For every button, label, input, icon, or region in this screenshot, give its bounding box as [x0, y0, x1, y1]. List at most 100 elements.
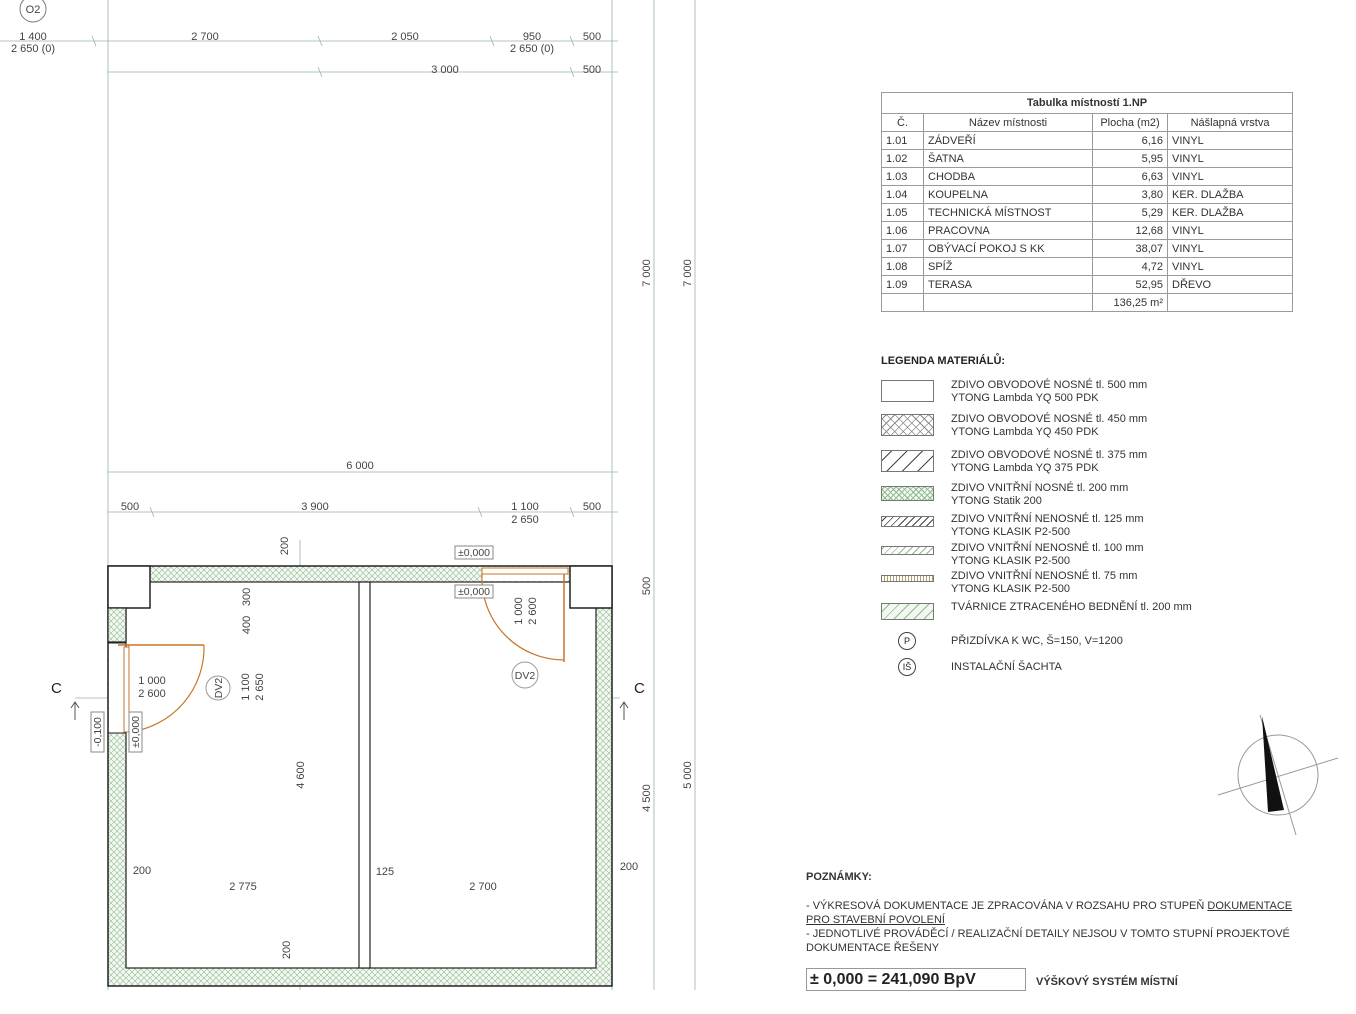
dim-right-4500: 4 500	[641, 784, 653, 812]
table-row: 1.01 ZÁDVEŘÍ 6,16 VINYL	[881, 131, 1293, 150]
wc-wall-icon: P	[898, 632, 916, 650]
cell-area: 5,95	[1092, 149, 1168, 168]
legend-item-line2: YTONG KLASIK P2-500	[951, 526, 1071, 538]
cell-area: 6,16	[1092, 131, 1168, 150]
dim-top-1: 1 400	[19, 31, 47, 43]
dim-mid-3: 1 100	[511, 501, 539, 513]
table-row: 1.03 CHODBA 6,63 VINYL	[881, 167, 1293, 186]
dim-bottom-3: 125	[376, 866, 394, 878]
cell-no: 1.04	[881, 185, 924, 204]
dim-v-200-top: 200	[279, 537, 291, 555]
cell-total-area: 136,25 m²	[1092, 293, 1168, 312]
section-mark-left: C	[51, 680, 62, 697]
cell-no: 1.08	[881, 257, 924, 276]
table-row: 1.09 TERASA 52,95 DŘEVO	[881, 275, 1293, 294]
section-mark-right: C	[634, 680, 645, 697]
dim-right-5000: 5 000	[682, 761, 694, 789]
cell-area: 52,95	[1092, 275, 1168, 294]
level-marks: ±0,000 ±0,000 -0,100 ±0,000	[90, 545, 494, 753]
legend-swatch-green-wide	[881, 603, 934, 620]
table-row: 1.08 SPÍŽ 4,72 VINYL	[881, 257, 1293, 276]
dim-top2-1: 3 000	[431, 64, 459, 76]
legend-swatch-green-diag	[881, 546, 934, 555]
dim-v-200-bot: 200	[281, 941, 293, 959]
legend-item-line2: YTONG KLASIK P2-500	[951, 583, 1071, 595]
cell-name: SPÍŽ	[923, 257, 1093, 276]
legend-item-line1: ZDIVO VNITŘNÍ NENOSNÉ tl. 75 mm	[951, 570, 1138, 582]
dim-door-right-h: 2 600	[527, 597, 539, 625]
room-table-header-floor: Nášlapná vrstva	[1167, 113, 1293, 132]
legend-swatch-cross	[881, 414, 934, 436]
cell-no: 1.09	[881, 275, 924, 294]
legend-swatch-vertical	[881, 575, 934, 582]
dim-bottom-5: 200	[620, 861, 638, 873]
dim-mid-1: 500	[121, 501, 139, 513]
legend-item-line1: ZDIVO OBVODOVÉ NOSNÉ tl. 500 mm	[951, 379, 1148, 391]
room-table-header-no: Č.	[881, 113, 924, 132]
level-mark-top-2: ±0,000	[458, 586, 490, 598]
dim-top-3: 2 050	[391, 31, 419, 43]
dim-v-400: 400	[241, 616, 253, 634]
cell-name: PRACOVNA	[923, 221, 1093, 240]
cell-floor: DŘEVO	[1167, 275, 1293, 294]
door-tag-right: DV2	[511, 661, 539, 689]
cell-name: ŠATNA	[923, 149, 1093, 168]
dim-v-1100: 1 100	[240, 673, 252, 701]
dim-bottom-4: 2 700	[469, 881, 497, 893]
legend-swatch-green-cross	[881, 486, 934, 501]
room-table-title: Tabulka místností 1.NP	[881, 92, 1293, 114]
legend-swatch-plain	[881, 380, 934, 402]
legend-item-line2: YTONG KLASIK P2-500	[951, 555, 1071, 567]
installation-shaft-icon: IŠ	[898, 658, 916, 676]
legend-item-line1: ZDIVO VNITŘNÍ NENOSNÉ tl. 125 mm	[951, 513, 1144, 525]
interior-dimensions: 200 300 400 1 100 2 650 4 600 200 1 000 …	[133, 537, 694, 959]
dim-mid-4: 500	[583, 501, 601, 513]
legend-item-line1: ZDIVO VNITŘNÍ NOSNÉ tl. 200 mm	[951, 482, 1129, 494]
legend-item-line2: YTONG Statik 200	[951, 495, 1042, 507]
dim-right-500: 500	[641, 577, 653, 595]
grid-axis-label: O2	[26, 4, 41, 16]
cell-no: 1.02	[881, 149, 924, 168]
legend-item-line1: TVÁRNICE ZTRACENÉHO BEDNĚNÍ tl. 200 mm	[951, 601, 1192, 613]
dim-top-4: 950	[523, 31, 541, 43]
cell-floor: VINYL	[1167, 257, 1293, 276]
cell-name: CHODBA	[923, 167, 1093, 186]
dim-top2-2: 500	[583, 64, 601, 76]
legend-item-line1: ZDIVO OBVODOVÉ NOSNÉ tl. 450 mm	[951, 413, 1148, 425]
dim-right-7000-b: 7 000	[682, 259, 694, 287]
cell-floor: KER. DLAŽBA	[1167, 203, 1293, 222]
cell-floor: VINYL	[1167, 149, 1293, 168]
room-table: Tabulka místností 1.NP Č. Název místnost…	[881, 92, 1293, 312]
legend-item-line1: ZDIVO OBVODOVÉ NOSNÉ tl. 375 mm	[951, 449, 1148, 461]
legend-item-line2: YTONG Lambda YQ 450 PDK	[951, 426, 1099, 438]
level-mark-top-1: ±0,000	[458, 547, 490, 559]
dim-door-right-w: 1 000	[513, 597, 525, 625]
grid-axis-marker: O2	[19, 0, 47, 23]
legend-item-line1: ZDIVO VNITŘNÍ NENOSNÉ tl. 100 mm	[951, 542, 1144, 554]
door-tag-right-label: DV2	[515, 670, 536, 682]
cell-floor: VINYL	[1167, 167, 1293, 186]
cell-no: 1.03	[881, 167, 924, 186]
legend-item-line2: YTONG Lambda YQ 375 PDK	[951, 462, 1099, 474]
cell-name: TECHNICKÁ MÍSTNOST	[923, 203, 1093, 222]
table-total-row: 136,25 m²	[881, 293, 1293, 312]
table-row: 1.04 KOUPELNA 3,80 KER. DLAŽBA	[881, 185, 1293, 204]
dim-v-2650: 2 650	[254, 673, 266, 701]
dim-top-4-sub: 2 650 (0)	[510, 43, 554, 55]
cell-area: 4,72	[1092, 257, 1168, 276]
note-1: - VÝKRESOVÁ DOKUMENTACE JE ZPRACOVÁNA V …	[806, 900, 1293, 926]
dim-top-2: 2 700	[191, 31, 219, 43]
height-system-value: ± 0,000 = 241,090 BpV	[806, 968, 1026, 991]
notes-section: POZNÁMKY: - VÝKRESOVÁ DOKUMENTACE JE ZPR…	[806, 870, 1318, 955]
notes-title: POZNÁMKY:	[806, 871, 872, 883]
north-arrow-icon	[1217, 714, 1339, 836]
cell-no: 1.05	[881, 203, 924, 222]
cell-floor: VINYL	[1167, 239, 1293, 258]
legend-title: LEGENDA MATERIÁLŮ:	[881, 355, 1006, 367]
dim-mid-3-sub: 2 650	[511, 514, 539, 526]
room-table-header-area: Plocha (m2)	[1092, 113, 1168, 132]
cell-no: 1.06	[881, 221, 924, 240]
cell-floor: KER. DLAŽBA	[1167, 185, 1293, 204]
dim-mid-total: 6 000	[346, 460, 374, 472]
